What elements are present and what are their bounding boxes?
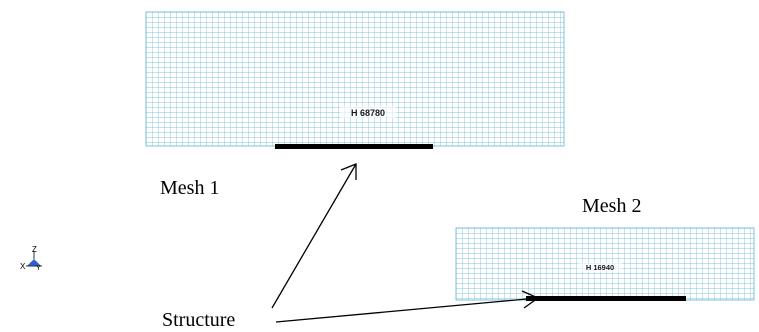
axis-triad-icon: Z X Y [20, 245, 42, 272]
mesh-2-label: Mesh 2 [582, 195, 641, 217]
arrow-to-structure-2 [275, 290, 540, 323]
structure-label: Structure [162, 309, 235, 331]
axis-label-y: Y [36, 265, 41, 272]
mesh-1-grid [145, 11, 565, 147]
mesh-1-label: Mesh 1 [160, 177, 219, 199]
mesh-2-tag-background [578, 262, 622, 272]
mesh-2-group: H 16940 [455, 227, 755, 301]
mesh-2-element-tag: H 16940 [586, 263, 614, 272]
axis-triad-fill [27, 259, 41, 266]
structure-bar-2 [526, 296, 686, 301]
arrow-to-structure-1 [271, 163, 357, 309]
structure-bar-1 [275, 144, 433, 149]
axis-label-x: X [20, 262, 26, 271]
mesh-1-group: H 68780 [145, 11, 565, 149]
mesh-1-tag-background [340, 106, 396, 118]
mesh-1-element-tag: H 68780 [351, 108, 385, 118]
axis-label-z: Z [32, 245, 37, 254]
